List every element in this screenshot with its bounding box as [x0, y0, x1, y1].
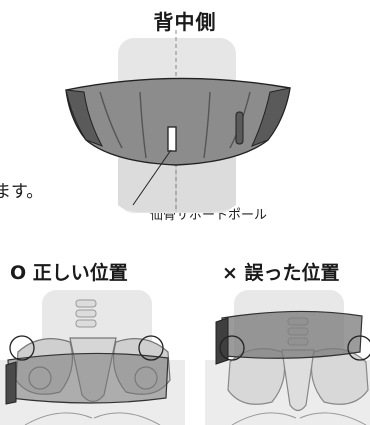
top-support-belt	[65, 77, 291, 166]
pole-leader-line	[132, 149, 172, 206]
sacral-support-pole	[167, 126, 177, 152]
correct-position-figure	[0, 290, 185, 425]
wrong-position-figure	[205, 290, 370, 425]
back-side-label: 背中側	[153, 10, 217, 34]
cropped-text: ます。	[0, 182, 44, 202]
wrong-position-label: × 誤った位置	[222, 262, 340, 284]
correct-position-label: O 正しい位置	[10, 262, 128, 284]
